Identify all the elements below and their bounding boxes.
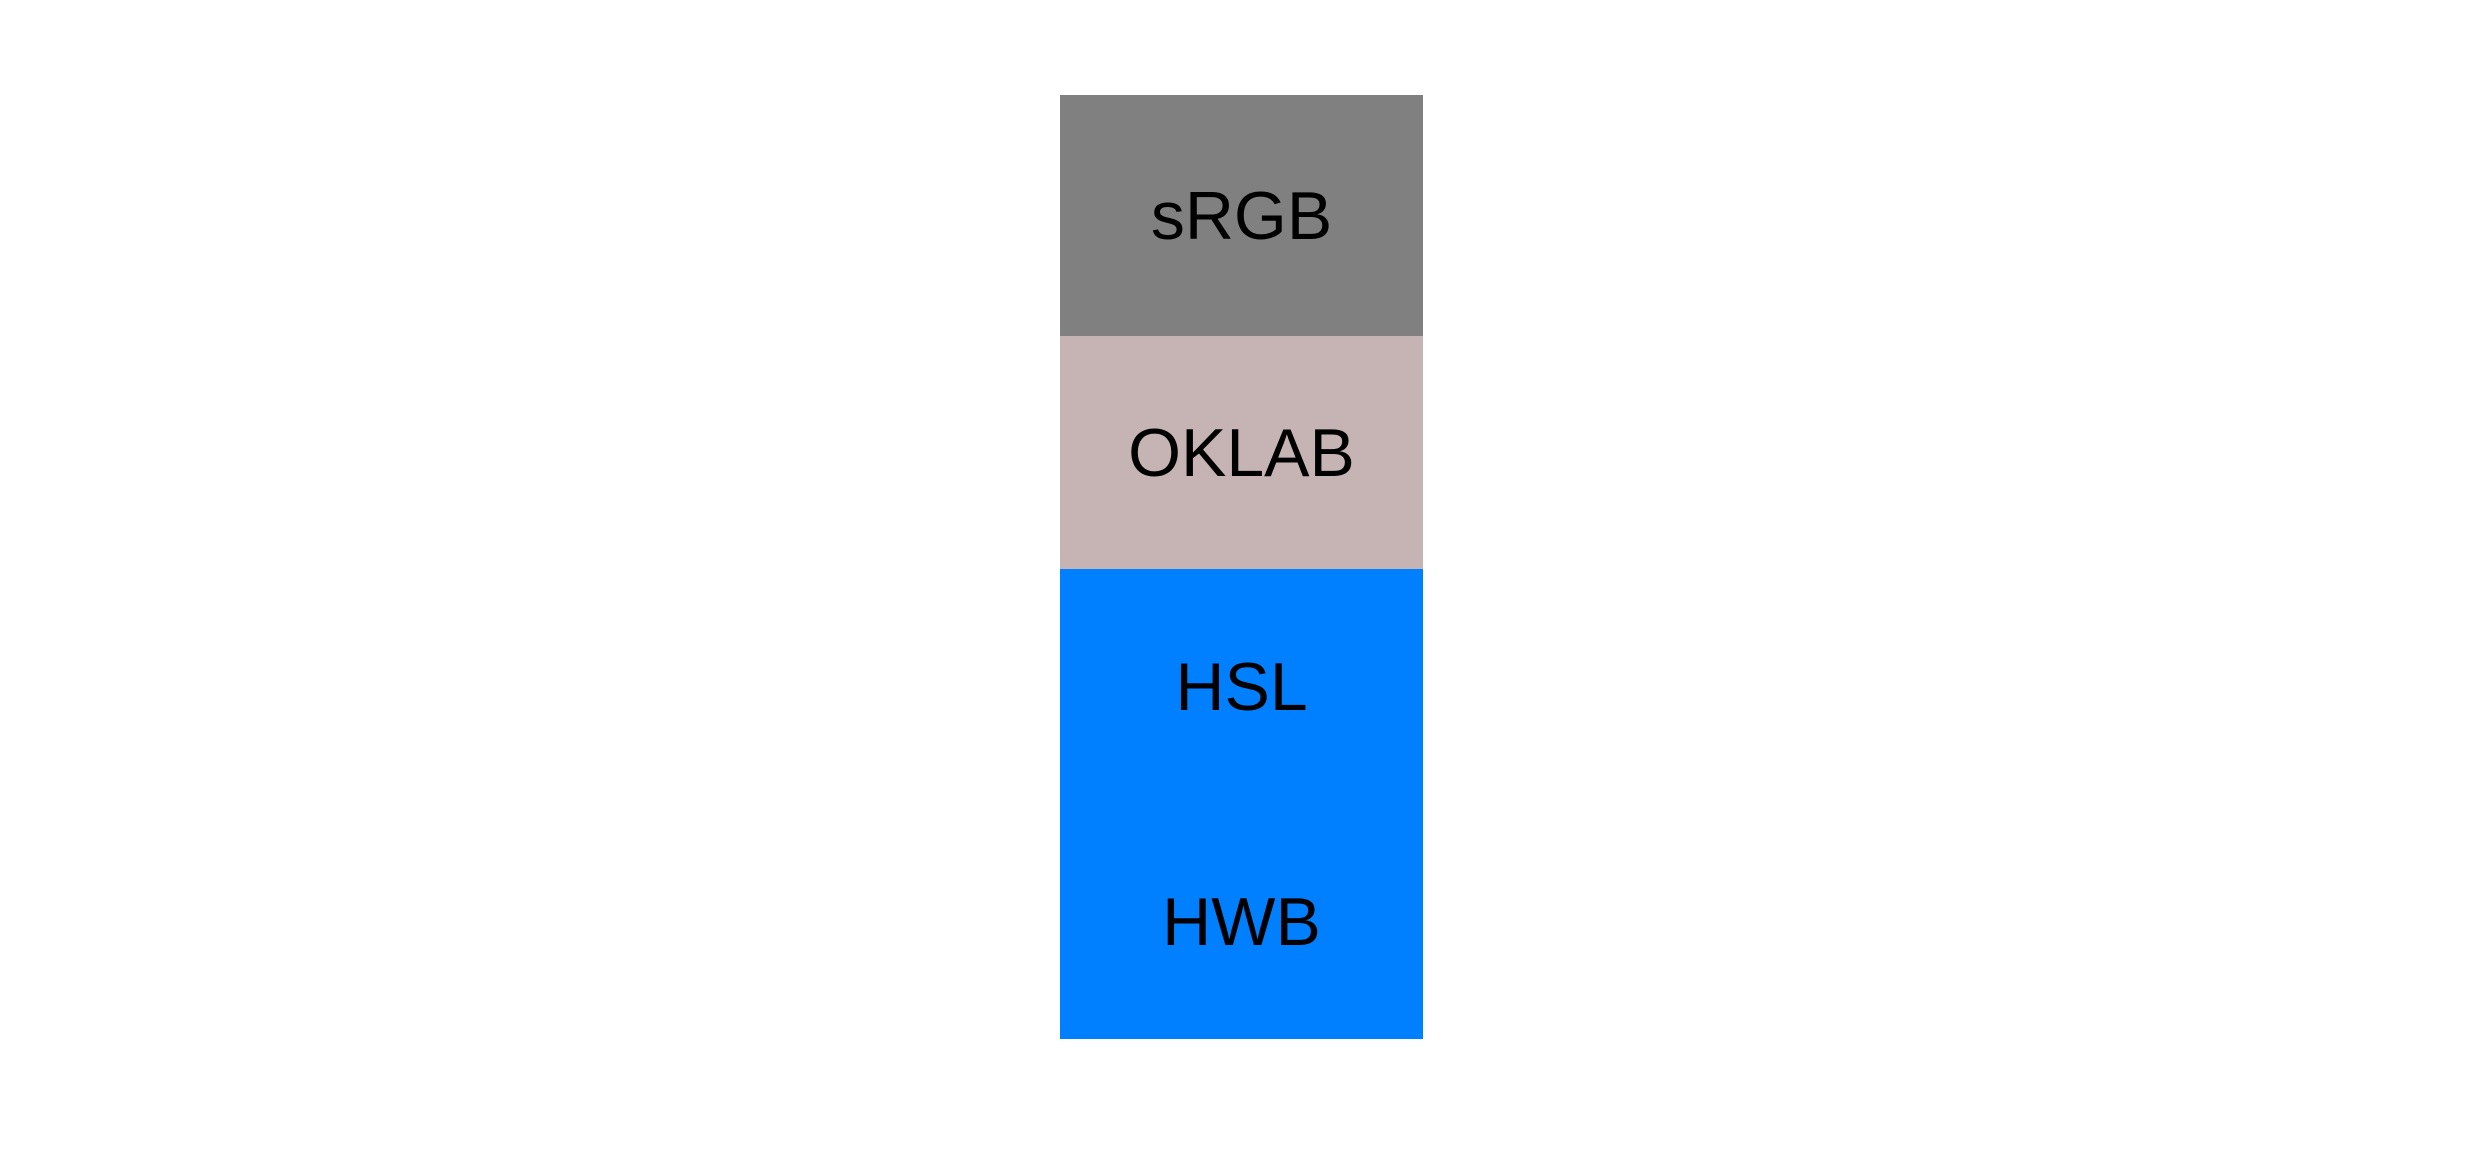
swatch-label-hwb: HWB [1162,883,1321,960]
swatch-band-hwb[interactable]: HWB [1060,804,1423,1039]
color-space-swatch-stack: sRGB OKLAB HSL HWB [1060,95,1423,1039]
swatch-label-oklab: OKLAB [1128,414,1355,491]
swatch-band-oklab[interactable]: OKLAB [1060,336,1423,569]
swatch-band-hsl[interactable]: HSL [1060,569,1423,804]
swatch-band-srgb[interactable]: sRGB [1060,95,1423,336]
swatch-label-srgb: sRGB [1150,177,1333,254]
swatch-label-hsl: HSL [1175,648,1308,725]
